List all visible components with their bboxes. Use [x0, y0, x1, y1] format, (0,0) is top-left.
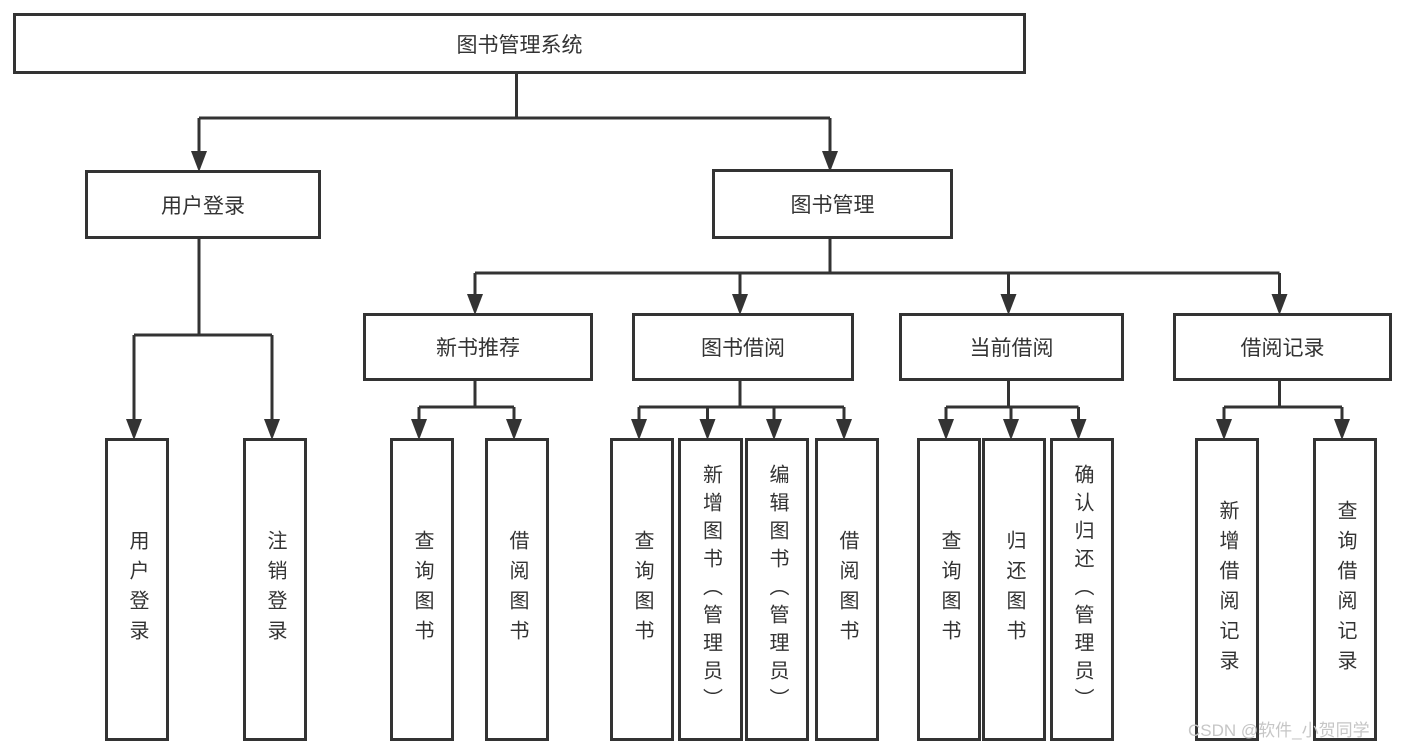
node-user-login-label: 用户登录 — [161, 194, 245, 218]
leaf-return-book-label: 归还图书 — [1003, 529, 1025, 650]
node-library-system-label: 图书管理系统 — [456, 33, 583, 57]
leaf-add-borrow-record-label: 新增借阅记录 — [1216, 499, 1238, 680]
leaf-query-book-3-label: 查询图书 — [938, 529, 960, 650]
node-current-borrow: 当前借阅 — [899, 313, 1124, 381]
leaf-user-login: 用户登录 — [105, 438, 169, 741]
leaf-confirm-return-admin-label: 确认归还（管理员） — [1071, 463, 1093, 716]
leaf-borrow-book-2-label: 借阅图书 — [836, 529, 858, 650]
node-library-system: 图书管理系统 — [13, 13, 1026, 74]
leaf-edit-book-admin-label: 编辑图书（管理员） — [766, 463, 788, 716]
leaf-borrow-book-1: 借阅图书 — [485, 438, 549, 741]
node-new-book-recommend: 新书推荐 — [363, 313, 593, 381]
node-borrow-records: 借阅记录 — [1173, 313, 1392, 381]
node-borrow-records-label: 借阅记录 — [1240, 337, 1325, 360]
leaf-add-borrow-record: 新增借阅记录 — [1195, 438, 1259, 741]
leaf-user-login-label: 用户登录 — [126, 529, 148, 650]
leaf-add-book-admin-label: 新增图书（管理员） — [699, 463, 722, 716]
leaf-add-book-admin: 新增图书（管理员） — [678, 438, 743, 741]
leaf-query-book-1-label: 查询图书 — [411, 529, 433, 650]
node-user-login: 用户登录 — [85, 170, 321, 239]
leaf-query-book-2-label: 查询图书 — [631, 529, 653, 650]
node-new-book-recommend-label: 新书推荐 — [436, 337, 520, 360]
leaf-query-book-2: 查询图书 — [610, 438, 674, 741]
leaf-logout-label: 注销登录 — [264, 529, 286, 650]
leaf-edit-book-admin: 编辑图书（管理员） — [745, 438, 809, 741]
node-book-management-label: 图书管理 — [790, 194, 875, 217]
leaf-confirm-return-admin: 确认归还（管理员） — [1050, 438, 1114, 741]
leaf-logout: 注销登录 — [243, 438, 307, 741]
leaf-query-book-1: 查询图书 — [390, 438, 454, 741]
node-book-borrow: 图书借阅 — [632, 313, 854, 381]
node-current-borrow-label: 当前借阅 — [969, 337, 1054, 360]
node-book-borrow-label: 图书借阅 — [701, 337, 785, 360]
leaf-query-book-3: 查询图书 — [917, 438, 981, 741]
leaf-borrow-book-1-label: 借阅图书 — [506, 529, 528, 650]
watermark: CSDN @软件_小贺同学 — [1188, 721, 1370, 740]
node-book-management: 图书管理 — [712, 169, 953, 239]
leaf-return-book: 归还图书 — [982, 438, 1046, 741]
arrowhead-icons — [126, 151, 1350, 440]
leaf-query-borrow-record: 查询借阅记录 — [1313, 438, 1377, 741]
leaf-query-borrow-record-label: 查询借阅记录 — [1334, 499, 1356, 680]
leaf-borrow-book-2: 借阅图书 — [815, 438, 879, 741]
